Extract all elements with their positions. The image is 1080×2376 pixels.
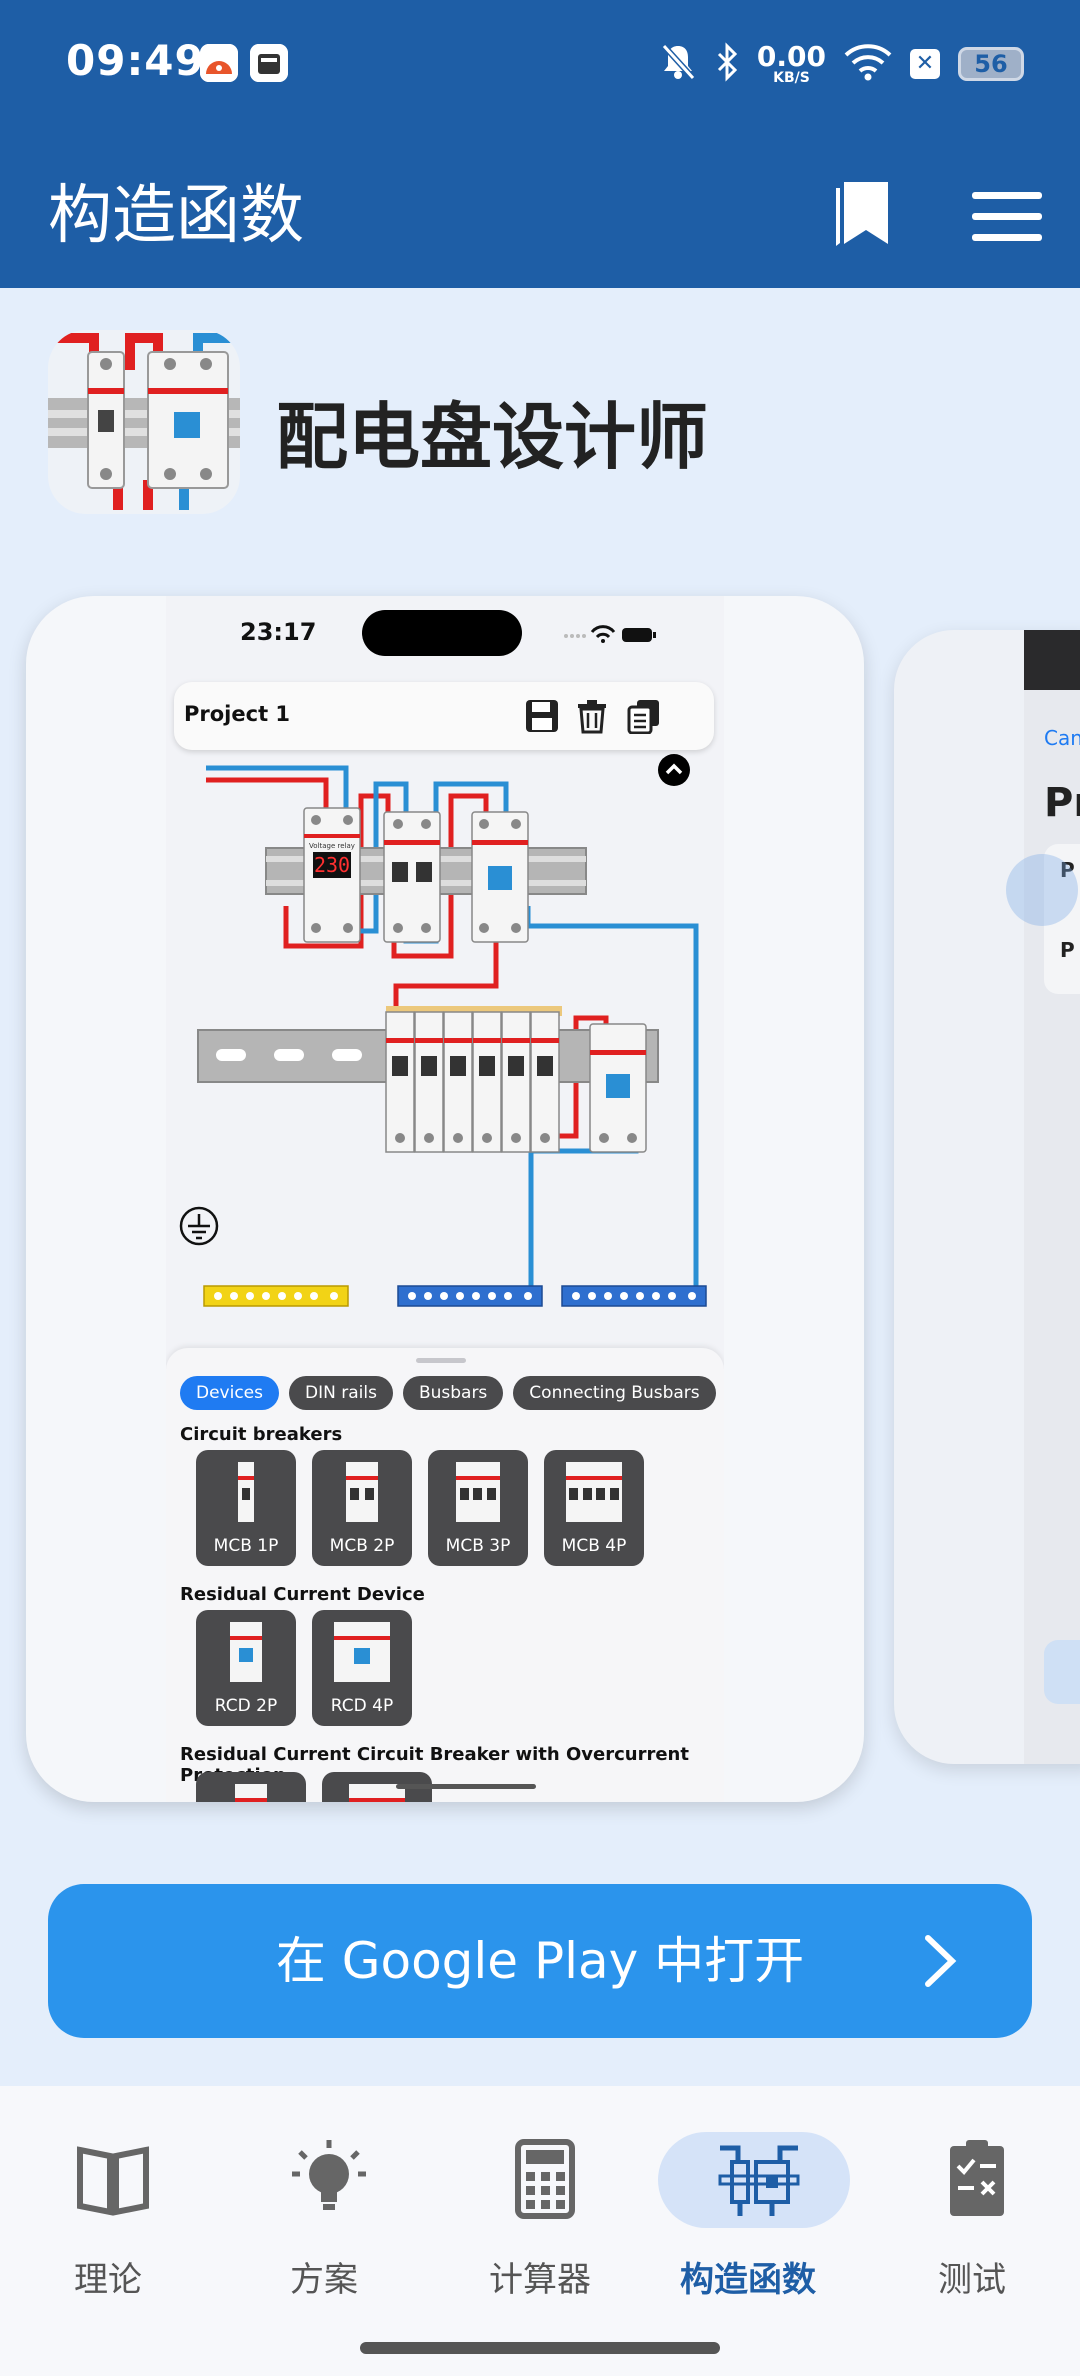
status-icons: 0.00 KB/S ✕ 56 bbox=[659, 36, 1024, 92]
device-rcd-4p[interactable]: RCD 4P bbox=[312, 1610, 412, 1726]
circuit-breakers-grid: MCB 1P MCB 2P MCB 3P MCB 4P bbox=[196, 1450, 644, 1566]
device-mcb-4p[interactable]: MCB 4P bbox=[544, 1450, 644, 1566]
app-notification-icon bbox=[250, 44, 288, 82]
device-rcd-2p[interactable]: RCD 2P bbox=[196, 1610, 296, 1726]
network-speed: 0.00 KB/S bbox=[756, 40, 826, 86]
lightbulb-icon bbox=[292, 2140, 366, 2210]
wiring-schematic[interactable]: Voltage relay 230 bbox=[166, 756, 724, 1346]
tab-devices[interactable]: Devices bbox=[180, 1376, 279, 1410]
menu-icon bbox=[972, 192, 1042, 199]
constructor-icon bbox=[718, 2145, 800, 2216]
app-bar: 构造函数 bbox=[0, 128, 1080, 288]
battery-icon: 56 bbox=[958, 47, 1024, 81]
app-name: 配电盘设计师 bbox=[276, 395, 709, 479]
nav-item-calculator[interactable]: 计算器 bbox=[440, 2132, 640, 2312]
phone-time: 23:17 bbox=[240, 618, 317, 646]
device-rcbo[interactable] bbox=[322, 1772, 432, 1802]
project-toolbar: Project 1 bbox=[174, 682, 714, 750]
sheet-handle[interactable] bbox=[416, 1358, 466, 1363]
copy-icon[interactable] bbox=[626, 698, 662, 734]
nav-item-constructor[interactable]: 构造函数 bbox=[648, 2132, 850, 2312]
chevron-right-icon bbox=[925, 1935, 957, 1987]
book-icon bbox=[77, 2146, 149, 2216]
nav-item-theory[interactable]: 理论 bbox=[8, 2132, 208, 2312]
app-icon bbox=[48, 330, 240, 514]
mute-icon bbox=[659, 42, 697, 86]
bottom-navigation: 理论 方案 计算器 构造函数 测试 bbox=[0, 2086, 1080, 2376]
status-bar: 09:49 0.00 KB/S ✕ 56 bbox=[0, 0, 1080, 128]
menu-button[interactable] bbox=[972, 192, 1042, 242]
bluetooth-icon bbox=[715, 42, 739, 86]
screenshot-card[interactable]: 23:17 Project 1 bbox=[26, 596, 864, 1802]
phone-screenshot: 23:17 Project 1 bbox=[166, 596, 724, 1802]
status-time: 09:49 bbox=[66, 36, 205, 85]
device-rcbo[interactable] bbox=[196, 1772, 306, 1802]
dynamic-island bbox=[362, 610, 522, 656]
device-mcb-3p[interactable]: MCB 3P bbox=[428, 1450, 528, 1566]
gesture-bar bbox=[360, 2342, 720, 2354]
app-notification-icon bbox=[200, 44, 238, 82]
nav-item-solutions[interactable]: 方案 bbox=[224, 2132, 424, 2312]
tab-connecting-busbars[interactable]: Connecting Busbars bbox=[513, 1376, 716, 1410]
bookmark-icon bbox=[836, 182, 888, 246]
clipboard-test-icon bbox=[950, 2140, 1004, 2216]
google-play-label: 在 Google Play 中打开 bbox=[275, 1932, 805, 1990]
screenshot-card-next[interactable]: Can Pr P P bbox=[894, 630, 1080, 1764]
open-google-play-button[interactable]: 在 Google Play 中打开 bbox=[48, 1884, 1032, 2038]
phone-status-icons bbox=[564, 625, 656, 643]
device-mcb-1p[interactable]: MCB 1P bbox=[196, 1450, 296, 1566]
project-name: Project 1 bbox=[184, 702, 291, 726]
category-tabs: Devices DIN rails Busbars Connecting Bus… bbox=[180, 1376, 724, 1410]
section-title: Residual Current Device bbox=[180, 1584, 425, 1605]
relay-display: 230 bbox=[314, 853, 350, 877]
close-icon: ✕ bbox=[910, 49, 940, 79]
collapse-chevron-icon[interactable] bbox=[658, 754, 690, 786]
calculator-icon bbox=[515, 2139, 575, 2219]
trash-icon[interactable] bbox=[574, 698, 610, 734]
nav-item-test[interactable]: 测试 bbox=[872, 2132, 1072, 2312]
phone-home-indicator bbox=[396, 1784, 536, 1789]
wifi-icon bbox=[844, 43, 892, 85]
side-heading: Pr bbox=[1044, 780, 1080, 826]
device-mcb-2p[interactable]: MCB 2P bbox=[312, 1450, 412, 1566]
side-link: Can bbox=[1044, 726, 1080, 750]
section-title: Circuit breakers bbox=[180, 1424, 343, 1445]
rcbo-grid bbox=[196, 1772, 432, 1802]
rcd-grid: RCD 2P RCD 4P bbox=[196, 1610, 412, 1726]
page-title: 构造函数 bbox=[48, 179, 304, 253]
components-sheet: Devices DIN rails Busbars Connecting Bus… bbox=[166, 1348, 724, 1802]
save-icon[interactable] bbox=[524, 698, 560, 734]
bookmark-button[interactable] bbox=[834, 180, 890, 246]
tab-din-rails[interactable]: DIN rails bbox=[289, 1376, 393, 1410]
relay-label: Voltage relay bbox=[309, 842, 355, 850]
tab-busbars[interactable]: Busbars bbox=[402, 1376, 504, 1410]
